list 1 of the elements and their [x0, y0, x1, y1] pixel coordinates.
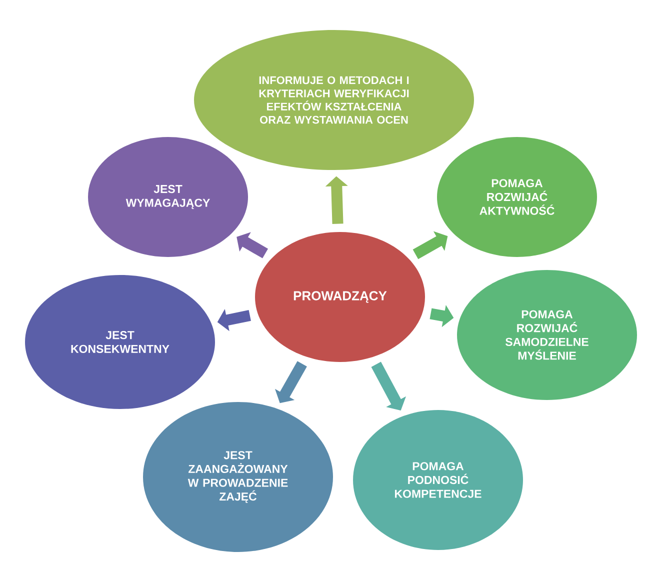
block-arrow — [371, 362, 406, 410]
